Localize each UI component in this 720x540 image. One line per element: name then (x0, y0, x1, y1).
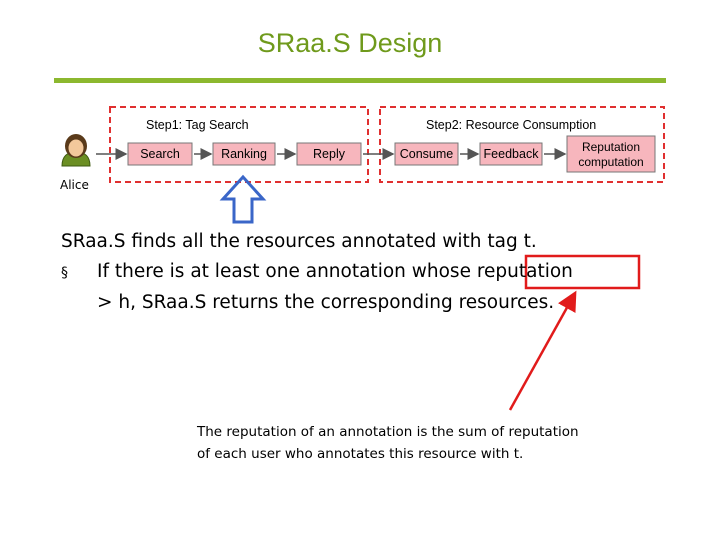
node-reply-label: Reply (313, 147, 346, 161)
node-reputation-line1: Reputation (582, 140, 640, 154)
node-ranking-label: Ranking (221, 147, 267, 161)
up-arrow-icon (219, 174, 267, 224)
reputation-note: The reputation of an annotation is the s… (197, 421, 637, 465)
node-feedback-label: Feedback (484, 147, 540, 161)
step2-label: Step2: Resource Consumption (426, 118, 596, 132)
step1-label: Step1: Tag Search (146, 118, 249, 132)
alice-label: Alice (60, 178, 89, 192)
body-line-2: If there is at least one annotation whos… (97, 261, 573, 282)
bullet-icon: § (61, 265, 68, 281)
body-text: SRaa.S finds all the resources annotated… (61, 227, 701, 318)
title-rule (54, 78, 666, 83)
node-consume-label: Consume (400, 147, 454, 161)
slide-title: SRaa.S Design (257, 28, 443, 58)
node-consume: Consume (394, 142, 459, 166)
node-ranking: Ranking (212, 142, 276, 166)
node-search: Search (127, 142, 193, 166)
node-reputation-computation: Reputation computation (566, 135, 656, 173)
node-reply: Reply (296, 142, 362, 166)
alice-avatar (61, 134, 91, 167)
node-reputation-line2: computation (578, 155, 643, 169)
reputation-highlight-box (524, 254, 641, 290)
body-line-1: SRaa.S finds all the resources annotated… (61, 231, 537, 252)
node-search-label: Search (140, 147, 180, 161)
callout-arrow (508, 290, 577, 411)
step2-frame (379, 106, 665, 183)
body-line-3: > h, SRaa.S returns the corresponding re… (97, 292, 555, 313)
note-line-1: The reputation of an annotation is the s… (197, 424, 579, 440)
note-line-2: of each user who annotates this resource… (197, 446, 524, 462)
node-feedback: Feedback (479, 142, 543, 166)
bullet-line: § If there is at least one annotation who… (61, 257, 701, 288)
